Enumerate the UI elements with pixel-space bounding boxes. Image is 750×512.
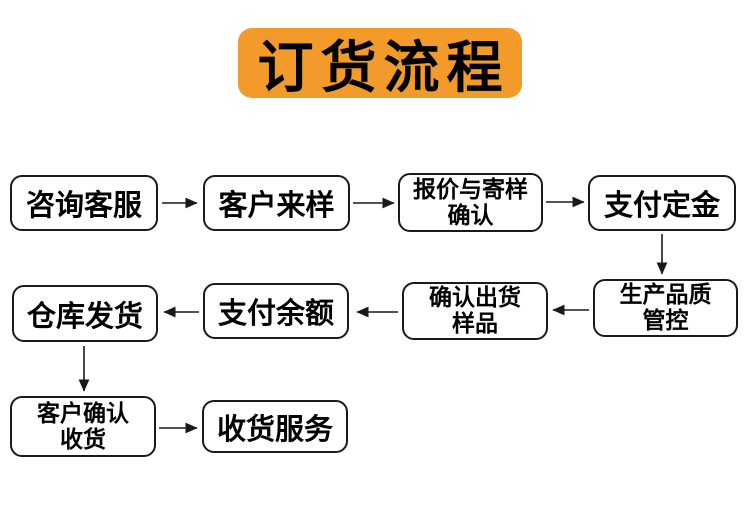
flow-node-confirm-shipment: 确认出货 样品 <box>402 282 548 340</box>
flow-node-pay-balance: 支付余额 <box>203 283 349 339</box>
flow-node-receive-service: 收货服务 <box>202 400 348 453</box>
flow-node-pay-deposit: 支付定金 <box>588 175 736 231</box>
flow-node-quote-sample: 报价与寄样 确认 <box>398 173 543 232</box>
flow-node-customer-confirm: 客户确认 收货 <box>10 396 156 457</box>
flow-node-warehouse-ship: 仓库发货 <box>12 285 158 342</box>
flowchart-title: 订货流程 <box>238 28 522 99</box>
flow-node-consult-service: 咨询客服 <box>10 175 158 231</box>
flow-node-quality-control: 生产品质 管控 <box>593 279 738 337</box>
flow-node-customer-sample: 客户来样 <box>203 175 350 231</box>
